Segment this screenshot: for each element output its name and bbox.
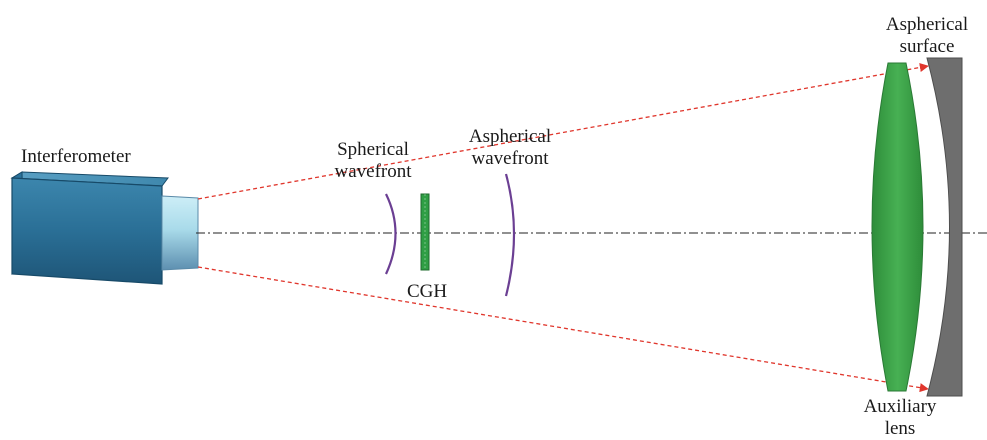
aspherical-wavefront-arc — [504, 173, 516, 297]
auxiliary-lens — [871, 62, 924, 392]
cgh-label: CGH — [407, 281, 448, 302]
aspherical-wavefront-label: Aspherical wavefront — [455, 126, 565, 170]
auxiliary-lens-label-line1: Auxiliary — [863, 396, 937, 417]
auxiliary-lens-label-line2: lens — [884, 418, 916, 439]
aspherical-surface-label: Aspherical surface — [871, 14, 983, 58]
aspherical-wavefront-label-line2: wavefront — [471, 148, 549, 169]
auxiliary-lens-label: Auxiliary lens — [850, 396, 950, 440]
aspherical-surface-label-line2: surface — [899, 36, 955, 57]
aspherical-surface-mirror — [926, 57, 963, 397]
spherical-wavefront-label-line1: Spherical — [337, 139, 409, 160]
beam-ray-lower — [197, 266, 929, 393]
spherical-wavefront-label: Spherical wavefront — [320, 139, 426, 183]
aspherical-surface-label-line1: Aspherical — [885, 14, 969, 35]
aspherical-wavefront-label-line1: Aspherical — [468, 126, 552, 147]
interferometer-icon — [10, 171, 199, 285]
spherical-wavefront-arc — [385, 193, 397, 275]
interferometer-label: Interferometer — [21, 146, 131, 167]
beam-ray-upper — [197, 62, 929, 200]
spherical-wavefront-label-line2: wavefront — [334, 161, 412, 182]
